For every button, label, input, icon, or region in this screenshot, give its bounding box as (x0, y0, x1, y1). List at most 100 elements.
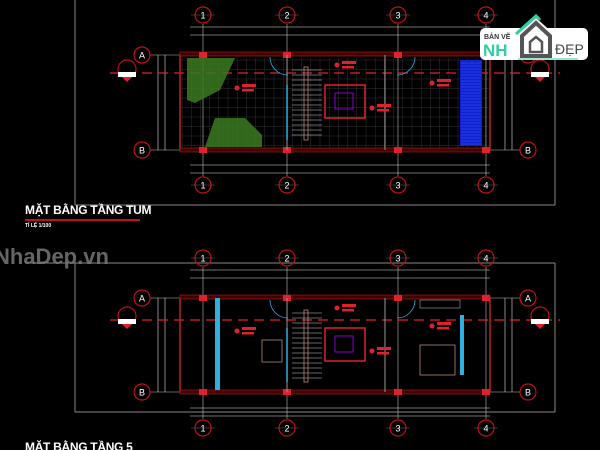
grid-label-col: 3 (395, 11, 400, 21)
section-tag (118, 319, 136, 324)
structural-column (394, 389, 402, 395)
wall-hatch (179, 147, 491, 153)
furniture (261, 339, 283, 363)
grid-label-row: B (525, 146, 531, 156)
structural-column (199, 295, 207, 301)
structural-column (199, 147, 207, 153)
level-marker (234, 328, 240, 334)
room-label (242, 89, 254, 92)
grid-label-col: 1 (200, 424, 205, 434)
wall-hatch (179, 389, 491, 395)
structural-column (482, 295, 490, 301)
grid-bubble (519, 383, 537, 401)
grid-label-col: 4 (483, 181, 488, 191)
structural-column (394, 52, 402, 58)
section-tag (531, 72, 549, 77)
room-label (342, 304, 356, 307)
grid-bubble (133, 289, 151, 307)
room-label (342, 309, 354, 312)
watermark: NhaDep.vn (0, 244, 109, 269)
grid-label-col: 1 (200, 254, 205, 264)
room-label (242, 327, 256, 330)
grid-label-row: A (525, 294, 531, 304)
door-arc (396, 299, 416, 319)
room-label (342, 61, 356, 64)
stair-handrail (303, 309, 309, 383)
counter (419, 299, 461, 309)
door-arc (396, 56, 416, 76)
grid-label-col: 2 (284, 11, 289, 21)
solar-panel-block (460, 60, 482, 146)
grid-label-col: 3 (395, 424, 400, 434)
room-label (342, 66, 354, 69)
grid-label-col: 1 (200, 11, 205, 21)
grid-label-row: B (525, 388, 531, 398)
level-marker (334, 62, 340, 68)
grid-label-row: B (139, 388, 145, 398)
grid-label-row: A (139, 51, 145, 61)
grid-label-col: 1 (200, 181, 205, 191)
room-label (437, 322, 451, 325)
room-label (377, 104, 391, 107)
level-marker (369, 105, 375, 111)
window (460, 315, 464, 375)
room-label (242, 84, 256, 87)
room-label (437, 79, 451, 82)
planter-hatch (205, 118, 262, 147)
grid-bubble (133, 46, 151, 64)
level-marker (369, 348, 375, 354)
logo-text-3: ĐẸP (555, 41, 584, 57)
grid-label-col: 3 (395, 181, 400, 191)
wall-hatch (179, 51, 491, 57)
grid-label-row: B (139, 146, 145, 156)
plan-title-2: MẶT BẰNG TẦNG 5 (25, 440, 133, 450)
door-arc (269, 56, 289, 76)
grid-bubble (133, 141, 151, 159)
core-inner (334, 92, 354, 110)
room-label (437, 84, 449, 87)
room-label (377, 347, 391, 350)
room-label (377, 352, 389, 355)
wall-hatch (179, 294, 491, 300)
room-label (437, 327, 449, 330)
structural-column (482, 147, 490, 153)
grid-label-col: 4 (483, 11, 488, 21)
grid-label-col: 2 (284, 181, 289, 191)
grid-bubble (519, 141, 537, 159)
grid-label-col: 4 (483, 424, 488, 434)
structural-column (482, 389, 490, 395)
title-underline-1 (25, 219, 140, 221)
structural-column (199, 52, 207, 58)
level-marker (429, 323, 435, 329)
grid-label-row: A (139, 294, 145, 304)
logo-text-1: BẢN VẼ (484, 32, 511, 41)
grid-label-col: 2 (284, 424, 289, 434)
structural-column (199, 389, 207, 395)
bed (419, 344, 456, 376)
level-marker (429, 80, 435, 86)
window (215, 298, 220, 390)
plan-scale-1: TỈ LỆ 1/100 (25, 223, 52, 229)
door-arc (269, 299, 289, 319)
structural-column (394, 295, 402, 301)
core-inner (334, 335, 354, 353)
elevator-core (324, 84, 366, 119)
level-marker (234, 85, 240, 91)
structural-column (394, 147, 402, 153)
plan-title-1: MẶT BẰNG TẦNG TUM (25, 203, 152, 217)
section-tag (118, 72, 136, 77)
level-marker (334, 305, 340, 311)
stair-handrail (303, 66, 309, 141)
grid-bubble (133, 383, 151, 401)
room-label (242, 332, 254, 335)
room-label (377, 109, 389, 112)
grid-label-col: 3 (395, 254, 400, 264)
section-tag (531, 319, 549, 324)
grid-bubble (519, 289, 537, 307)
planter-hatch (187, 58, 235, 103)
elevator-core (324, 327, 366, 362)
logo: BẢN VẼ NH ĐẸP (480, 13, 588, 60)
logo-text-2: NH (483, 41, 508, 60)
